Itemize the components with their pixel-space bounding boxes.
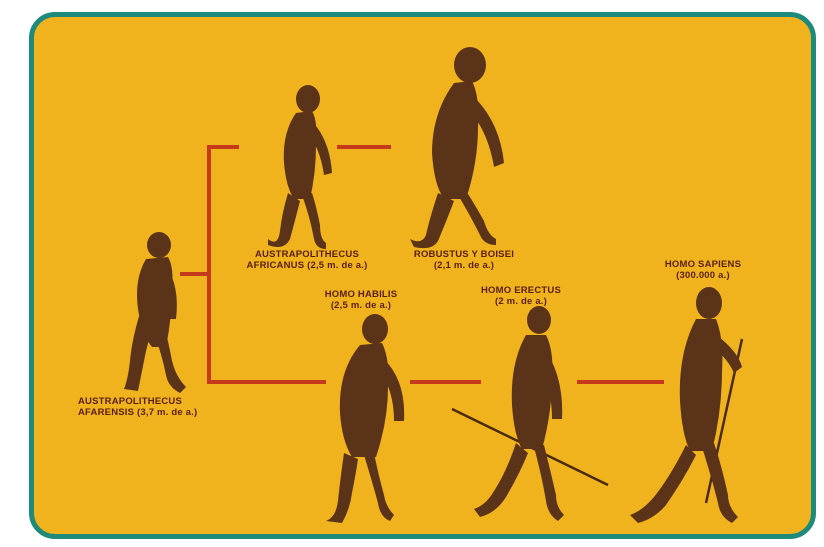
label-erectus-date: (2 m. de a.) [466, 296, 576, 307]
label-erectus: HOMO ERECTUS (2 m. de a.) [466, 285, 576, 307]
label-habilis-name: HOMO HABILIS [306, 289, 416, 300]
label-afarensis-date: AFARENSIS (3,7 m. de a.) [78, 407, 197, 418]
label-robustus-date: (2,1 m. de a.) [394, 260, 534, 271]
label-robustus: ROBUSTUS Y BOISEI (2,1 m. de a.) [394, 249, 534, 271]
label-afarensis-name: AUSTRAPOLITHECUS [78, 396, 197, 407]
label-robustus-name: ROBUSTUS Y BOISEI [394, 249, 534, 260]
label-afarensis: AUSTRAPOLITHECUS AFARENSIS (3,7 m. de a.… [78, 396, 197, 418]
label-sapiens-date: (300.000 a.) [648, 270, 758, 281]
label-sapiens-name: HOMO SAPIENS [648, 259, 758, 270]
label-africanus-name: AUSTRAPOLITHECUS [222, 249, 392, 260]
label-erectus-name: HOMO ERECTUS [466, 285, 576, 296]
label-habilis: HOMO HABILIS (2,5 m. de a.) [306, 289, 416, 311]
label-africanus-date: AFRICANUS (2,5 m. de a.) [222, 260, 392, 271]
label-africanus: AUSTRAPOLITHECUS AFRICANUS (2,5 m. de a.… [222, 249, 392, 271]
evolution-diagram: AUSTRAPOLITHECUS AFARENSIS (3,7 m. de a.… [34, 17, 811, 534]
label-habilis-date: (2,5 m. de a.) [306, 300, 416, 311]
label-sapiens: HOMO SAPIENS (300.000 a.) [648, 259, 758, 281]
diagram-frame: AUSTRAPOLITHECUS AFARENSIS (3,7 m. de a.… [29, 12, 816, 539]
